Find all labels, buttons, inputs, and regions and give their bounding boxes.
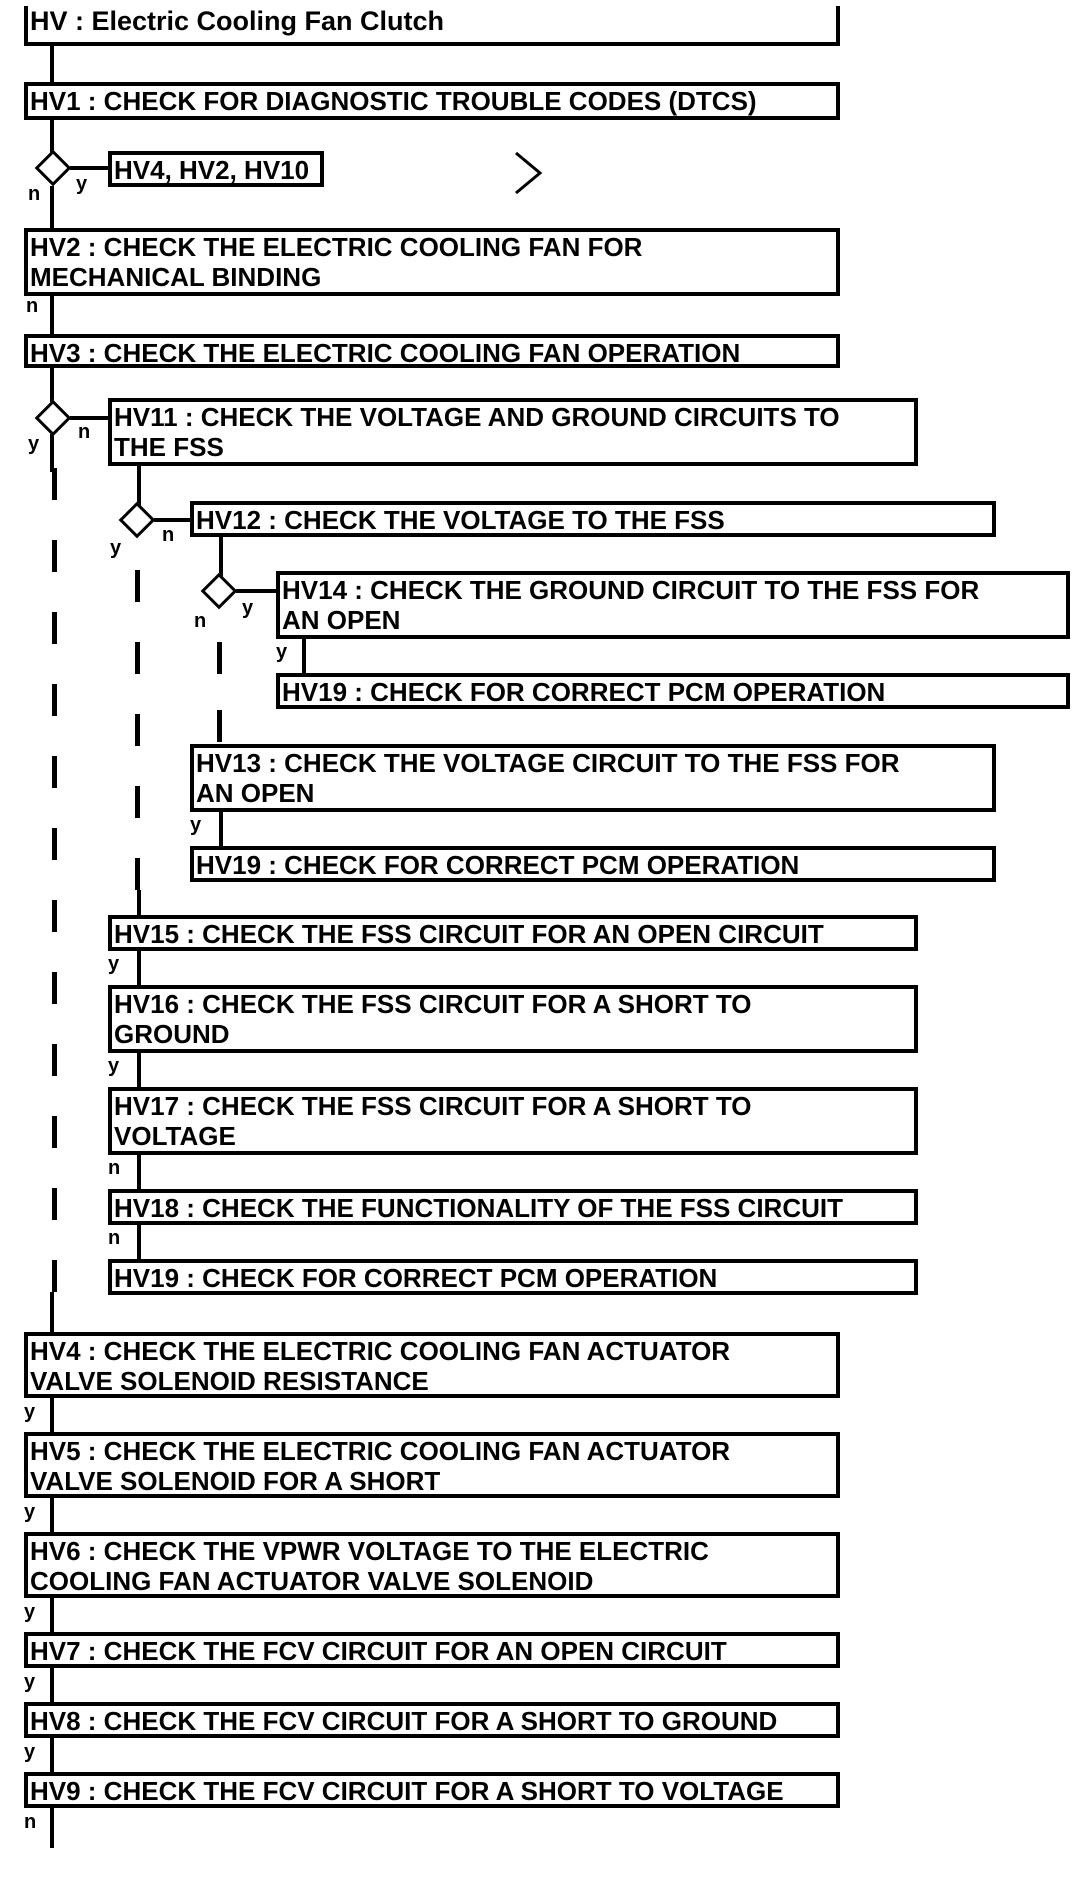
- label-no: n: [28, 183, 41, 205]
- connector: [137, 890, 141, 926]
- dashed-connector: [52, 684, 57, 716]
- label-yes: y: [24, 1501, 36, 1523]
- step-hv14: HV14 : CHECK THE GROUND CIRCUIT TO THE F…: [276, 571, 1070, 639]
- dashed-connector: [135, 714, 140, 746]
- step-hv5: HV5 : CHECK THE ELECTRIC COOLING FAN ACT…: [24, 1432, 840, 1498]
- label-yes: y: [108, 1055, 120, 1077]
- step-hv2: HV2 : CHECK THE ELECTRIC COOLING FAN FOR…: [24, 228, 840, 296]
- dashed-connector: [135, 858, 140, 890]
- label-yes: y: [24, 1671, 36, 1693]
- label-no: n: [162, 524, 175, 546]
- connector: [137, 951, 141, 987]
- label-yes: y: [110, 537, 122, 559]
- connector: [154, 518, 192, 522]
- dashed-connector: [52, 1044, 57, 1076]
- connector: [137, 466, 141, 506]
- step-hv9: HV9 : CHECK THE FCV CIRCUIT FOR A SHORT …: [24, 1772, 840, 1808]
- label-yes: y: [24, 1601, 36, 1623]
- connector: [219, 812, 223, 848]
- connector: [50, 118, 54, 156]
- connector: [137, 1155, 141, 1191]
- step-hv7: HV7 : CHECK THE FCV CIRCUIT FOR AN OPEN …: [24, 1632, 840, 1668]
- step-hv19-a: HV19 : CHECK FOR CORRECT PCM OPERATION: [276, 673, 1070, 709]
- label-no: n: [78, 421, 91, 443]
- connector: [50, 364, 54, 402]
- connector: [50, 1808, 54, 1848]
- label-no: n: [108, 1157, 121, 1179]
- connector: [50, 1292, 54, 1334]
- dashed-connector: [217, 642, 222, 674]
- dashed-connector: [52, 756, 57, 788]
- connector: [302, 639, 306, 675]
- connector: [70, 416, 110, 420]
- step-hv12: HV12 : CHECK THE VOLTAGE TO THE FSS: [190, 501, 996, 537]
- chevron-right-icon: [515, 151, 543, 195]
- dashed-connector: [135, 786, 140, 818]
- decision-diamond: [34, 149, 72, 187]
- step-hv8: HV8 : CHECK THE FCV CIRCUIT FOR A SHORT …: [24, 1702, 840, 1738]
- label-no: n: [108, 1227, 121, 1249]
- label-no: n: [24, 1811, 37, 1833]
- dashed-connector: [52, 972, 57, 1004]
- step-hv11: HV11 : CHECK THE VOLTAGE AND GROUND CIRC…: [108, 398, 918, 466]
- connector: [50, 294, 54, 334]
- dashed-connector: [52, 900, 57, 932]
- dashed-connector: [217, 710, 222, 742]
- dashed-connector: [52, 468, 57, 500]
- connector: [137, 1053, 141, 1089]
- step-hv3: HV3 : CHECK THE ELECTRIC COOLING FAN OPE…: [24, 334, 840, 368]
- dashed-connector: [52, 540, 57, 572]
- connector: [236, 589, 278, 593]
- step-hv19-b: HV19 : CHECK FOR CORRECT PCM OPERATION: [190, 846, 996, 882]
- connector: [219, 537, 223, 577]
- label-yes: y: [24, 1741, 36, 1763]
- step-hv15: HV15 : CHECK THE FSS CIRCUIT FOR AN OPEN…: [108, 915, 918, 951]
- label-yes: y: [108, 953, 120, 975]
- dashed-connector: [52, 1116, 57, 1148]
- dashed-connector: [52, 1260, 57, 1292]
- step-hv17: HV17 : CHECK THE FSS CIRCUIT FOR A SHORT…: [108, 1087, 918, 1155]
- diagram-title: HV : Electric Cooling Fan Clutch: [24, 6, 840, 46]
- step-hv13: HV13 : CHECK THE VOLTAGE CIRCUIT TO THE …: [190, 744, 996, 812]
- dashed-connector: [135, 642, 140, 674]
- decision-diamond: [34, 399, 72, 437]
- decision-diamond: [118, 501, 156, 539]
- connector: [50, 1498, 54, 1534]
- label-yes: y: [276, 641, 288, 663]
- dashed-connector: [52, 612, 57, 644]
- label-no: n: [26, 295, 39, 317]
- connector: [50, 42, 54, 83]
- step-hv6: HV6 : CHECK THE VPWR VOLTAGE TO THE ELEC…: [24, 1532, 840, 1598]
- connector: [50, 1668, 54, 1704]
- step-hv1-jump: HV4, HV2, HV10: [108, 151, 324, 187]
- label-yes: y: [190, 814, 202, 836]
- label-yes: y: [242, 597, 254, 619]
- step-hv19-c: HV19 : CHECK FOR CORRECT PCM OPERATION: [108, 1259, 918, 1295]
- connector: [50, 186, 54, 228]
- step-hv16: HV16 : CHECK THE FSS CIRCUIT FOR A SHORT…: [108, 985, 918, 1053]
- dashed-connector: [135, 570, 140, 602]
- step-hv18: HV18 : CHECK THE FUNCTIONALITY OF THE FS…: [108, 1189, 918, 1225]
- label-yes: y: [28, 433, 40, 455]
- step-hv1: HV1 : CHECK FOR DIAGNOSTIC TROUBLE CODES…: [24, 82, 840, 120]
- connector: [50, 434, 54, 472]
- label-no: n: [194, 610, 207, 632]
- connector: [50, 1598, 54, 1634]
- connector: [50, 1398, 54, 1434]
- step-hv4: HV4 : CHECK THE ELECTRIC COOLING FAN ACT…: [24, 1332, 840, 1398]
- decision-diamond: [200, 572, 238, 610]
- connector: [70, 166, 110, 170]
- connector: [50, 1738, 54, 1774]
- connector: [137, 1225, 141, 1261]
- label-yes: y: [76, 173, 88, 195]
- dashed-connector: [52, 1188, 57, 1220]
- dashed-connector: [52, 828, 57, 860]
- label-yes: y: [24, 1401, 36, 1423]
